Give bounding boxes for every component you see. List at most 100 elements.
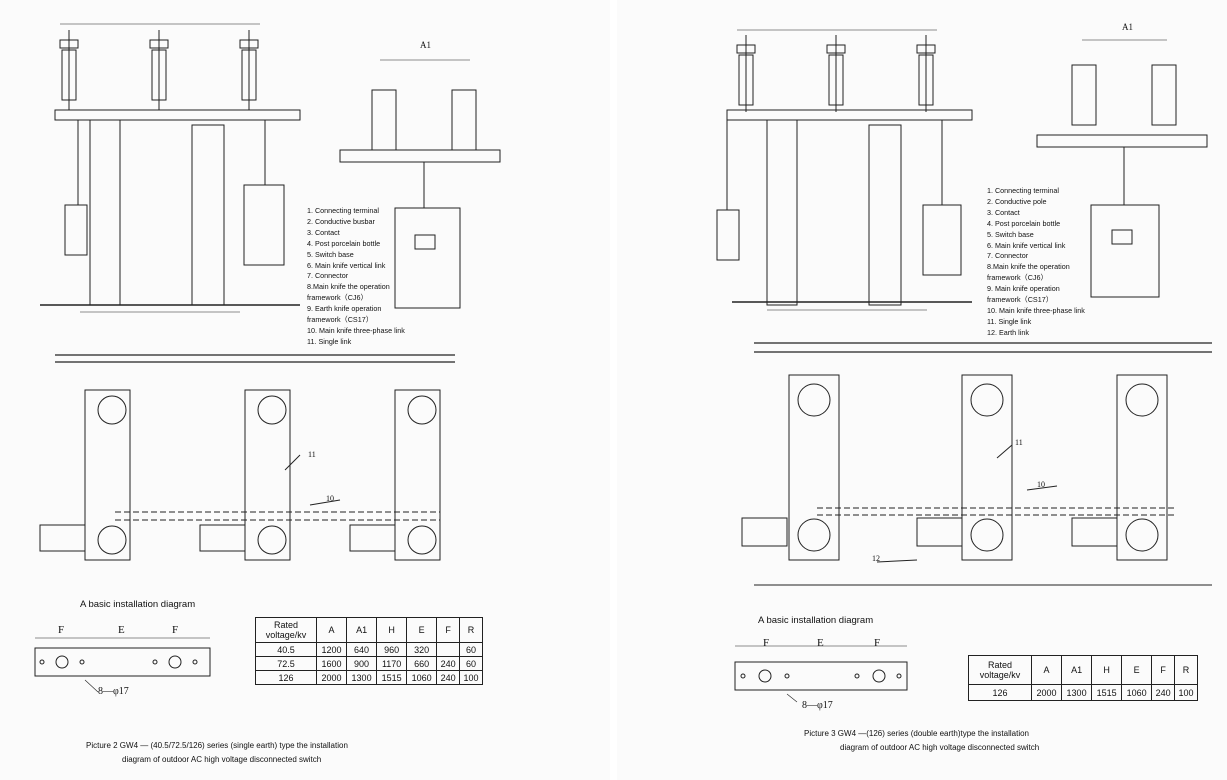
legend-item: 3. Contact — [987, 207, 1020, 217]
insulator-column-3 — [916, 35, 936, 112]
side-insulator-1 — [1071, 64, 1097, 126]
dim-e: E — [118, 624, 125, 636]
a1-label: A1 — [420, 40, 431, 50]
table-header: A — [1030, 655, 1063, 685]
legend-item: framework（CS17） — [987, 295, 1053, 305]
legend-item: 6. Main knife vertical link — [987, 240, 1066, 250]
legend-item: 3. Contact — [307, 227, 340, 237]
table-cell: 240 — [1151, 684, 1176, 701]
a1-label: A1 — [1122, 22, 1133, 32]
caption-line: Picture 2 GW4 — (40.5/72.5/126) series (… — [86, 741, 348, 750]
mounting-plate — [734, 661, 908, 691]
legend-item: 11. Single link — [307, 336, 352, 346]
right-technical-drawing — [716, 29, 1212, 703]
legend-item: 7. Connector — [307, 271, 349, 281]
legend-item: 7. Connector — [987, 251, 1029, 261]
side-base — [1036, 134, 1208, 148]
earth-knife-mechanism — [64, 204, 88, 256]
earth-knife-mechanism — [716, 209, 740, 261]
figure-caption: Picture 2 GW4 — (40.5/72.5/126) series (… — [86, 739, 348, 767]
table-cell: 1600 — [315, 656, 348, 671]
legend-item: 9. Main knife operation — [987, 284, 1060, 294]
plan-pole-2 — [916, 374, 1013, 561]
plan-pole-3 — [1071, 374, 1168, 561]
earth-link-leader — [876, 559, 918, 563]
hole-label: 8—φ17 — [98, 686, 129, 697]
table-header: A — [315, 617, 348, 643]
table-row: 126 2000 1300 1515 1060 240 100 — [968, 684, 1198, 701]
dim-f-right: F — [172, 624, 179, 636]
table-header-row: Rated voltage/kv A A1 H E F R — [255, 617, 483, 643]
table-cell: 126 — [255, 670, 317, 685]
insulator-column-3 — [239, 30, 259, 110]
spec-table: Rated voltage/kv A A1 H E F R 126 2000 1… — [968, 655, 1198, 701]
switch-base-beam — [54, 109, 301, 121]
table-header: F — [436, 617, 461, 643]
switch-base-beam — [726, 109, 973, 121]
table-header: E — [406, 617, 438, 643]
insulator-column-1 — [736, 35, 756, 112]
plan-pole-1 — [39, 389, 131, 561]
three-phase-leader — [309, 499, 341, 506]
plan-pole-1 — [741, 374, 840, 561]
dim-f-right: F — [874, 637, 881, 649]
mounting-plate — [34, 647, 211, 677]
legend-item: 9. Earth knife operation — [307, 304, 382, 314]
insulator-column-2 — [826, 35, 846, 112]
dim-e: E — [817, 637, 824, 649]
side-operation-box — [1090, 204, 1160, 298]
operation-box-cj6 — [922, 204, 962, 276]
side-base — [339, 149, 501, 163]
plan-label-11: 11 — [308, 450, 316, 459]
legend-item: 2. Conductive busbar — [307, 216, 375, 226]
table-cell: 660 — [406, 656, 438, 671]
operation-box-cj6 — [243, 184, 285, 266]
table-cell — [436, 642, 461, 657]
basic-installation-title: A basic installation diagram — [758, 615, 874, 626]
table-cell: 1200 — [315, 642, 348, 657]
insulator-column-1 — [59, 30, 79, 110]
table-cell: 60 — [459, 656, 483, 671]
legend-item: 8.Main knife the operation — [987, 262, 1070, 272]
table-cell: 960 — [376, 642, 408, 657]
table-cell: 320 — [406, 642, 438, 657]
single-link-leader — [996, 444, 1013, 459]
three-phase-leader — [1026, 485, 1058, 491]
table-header: E — [1121, 655, 1153, 685]
table-cell: 1300 — [1061, 684, 1093, 701]
legend-item: 10. Main knife three-phase link — [987, 305, 1085, 315]
table-cell: 100 — [1174, 684, 1198, 701]
legend-item: 11. Single link — [987, 316, 1032, 326]
table-cell: 2000 — [315, 670, 348, 685]
support-pillar-1 — [766, 119, 798, 306]
spec-table: Rated voltage/kv A A1 H E F R 40.5 1200 … — [255, 617, 483, 685]
side-operation-box — [394, 207, 461, 309]
table-cell: 1170 — [376, 656, 408, 671]
caption-line: diagram of outdoor AC high voltage disco… — [840, 743, 1040, 752]
plan-pole-3 — [349, 389, 441, 561]
support-pillar-1 — [89, 119, 121, 306]
dim-f-left: F — [58, 624, 65, 636]
table-header: Rated voltage/kv — [255, 617, 317, 643]
table-cell: 240 — [436, 670, 461, 685]
legend-item: 8.Main knife the operation — [307, 282, 390, 292]
plan-label-11: 11 — [1015, 438, 1023, 447]
figure-caption: Picture 3 GW4 —(126) series (double eart… — [804, 727, 1039, 755]
left-technical-drawing — [34, 23, 501, 693]
table-cell: 900 — [346, 656, 378, 671]
table-row: 126 2000 1300 1515 1060 240 100 — [255, 670, 483, 685]
table-cell: 60 — [459, 642, 483, 657]
right-drawing-sheet: F E F A1 11 10 12 8—φ17 1. Connecting te… — [617, 0, 1227, 780]
dim-f-left: F — [763, 637, 770, 649]
table-cell: 1060 — [406, 670, 438, 685]
legend-item: 5. Switch base — [307, 249, 354, 259]
table-row: 72.5 1600 900 1170 660 240 60 — [255, 656, 483, 671]
table-header: A1 — [346, 617, 378, 643]
legend-item: framework（CJ6） — [987, 273, 1048, 283]
legend-item: 12. Earth link — [987, 327, 1029, 337]
insulator-column-2 — [149, 30, 169, 110]
table-header-row: Rated voltage/kv A A1 H E F R — [968, 655, 1198, 685]
caption-line: diagram of outdoor AC high voltage disco… — [122, 755, 322, 764]
support-pillar-2 — [868, 124, 902, 306]
legend-item: framework（CS17） — [307, 315, 373, 325]
